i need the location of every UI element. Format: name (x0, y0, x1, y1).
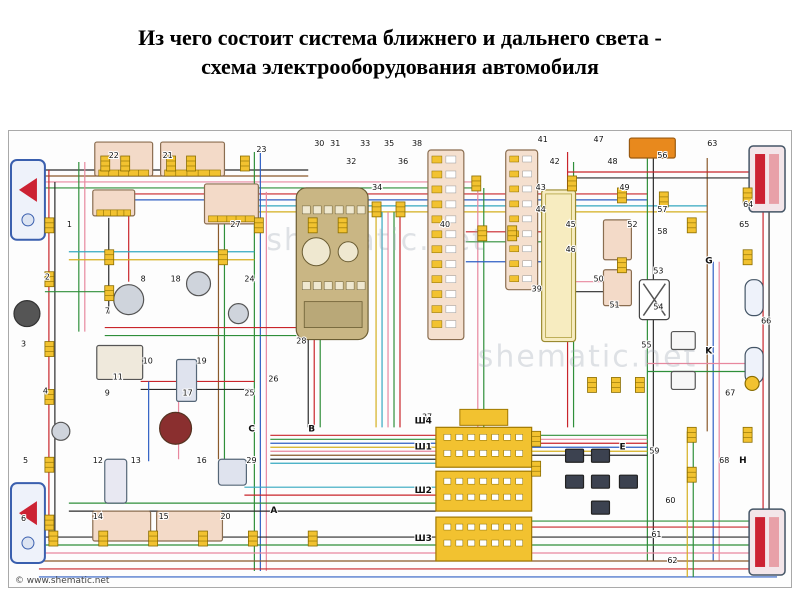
svg-text:18: 18 (171, 275, 181, 284)
svg-text:26: 26 (268, 374, 278, 383)
svg-text:E: E (619, 442, 625, 452)
svg-text:56: 56 (657, 151, 667, 160)
svg-text:68: 68 (719, 456, 729, 465)
svg-text:45: 45 (566, 220, 576, 229)
svg-text:49: 49 (619, 183, 629, 192)
svg-text:22: 22 (109, 151, 119, 160)
svg-text:33: 33 (360, 139, 370, 148)
svg-text:37: 37 (422, 412, 432, 421)
svg-text:53: 53 (653, 267, 663, 276)
svg-text:52: 52 (627, 220, 637, 229)
svg-text:12: 12 (93, 456, 103, 465)
svg-text:6: 6 (21, 514, 26, 523)
svg-text:Ш3: Ш3 (415, 534, 432, 544)
svg-text:28: 28 (296, 337, 306, 346)
svg-text:A: A (270, 506, 277, 516)
svg-text:C: C (248, 424, 255, 434)
svg-text:24: 24 (244, 275, 254, 284)
svg-text:67: 67 (725, 388, 735, 397)
svg-text:61: 61 (651, 530, 661, 539)
svg-text:55: 55 (641, 341, 651, 350)
svg-text:59: 59 (649, 446, 659, 455)
svg-text:29: 29 (246, 456, 256, 465)
title-line-2: схема электрооборудования автомобиля (201, 53, 599, 79)
svg-text:19: 19 (197, 356, 207, 365)
svg-text:10: 10 (143, 356, 153, 365)
svg-text:31: 31 (330, 139, 340, 148)
svg-text:32: 32 (346, 157, 356, 166)
svg-text:14: 14 (93, 512, 103, 521)
svg-text:5: 5 (23, 456, 28, 465)
svg-text:23: 23 (256, 145, 266, 154)
headlight-unit (9, 159, 46, 241)
headlight-unit (9, 482, 46, 564)
svg-text:44: 44 (536, 205, 546, 214)
svg-text:64: 64 (743, 200, 753, 209)
svg-text:16: 16 (197, 456, 207, 465)
junction-letters: A B C E G H K (247, 256, 747, 517)
svg-text:8: 8 (141, 275, 146, 284)
svg-text:3: 3 (21, 340, 26, 349)
svg-text:K: K (705, 347, 713, 357)
svg-text:13: 13 (131, 456, 141, 465)
tail-lamp-unit (748, 145, 786, 213)
svg-text:shematic.net: shematic.net (478, 339, 697, 374)
svg-text:43: 43 (536, 183, 546, 192)
svg-text:58: 58 (657, 227, 667, 236)
svg-text:25: 25 (244, 388, 254, 397)
svg-text:30: 30 (314, 139, 324, 148)
svg-text:17: 17 (183, 388, 193, 397)
svg-text:Ш2: Ш2 (415, 486, 432, 496)
svg-text:39: 39 (532, 285, 542, 294)
mounting-block (435, 408, 533, 562)
svg-text:2: 2 (45, 273, 50, 282)
svg-text:38: 38 (412, 139, 422, 148)
svg-text:B: B (308, 424, 315, 434)
svg-text:G: G (705, 257, 712, 267)
svg-text:48: 48 (607, 157, 617, 166)
svg-text:36: 36 (398, 157, 408, 166)
svg-text:20: 20 (220, 512, 230, 521)
svg-text:Ш4: Ш4 (415, 416, 432, 426)
svg-text:9: 9 (105, 388, 110, 397)
svg-text:35: 35 (384, 139, 394, 148)
svg-text:46: 46 (566, 245, 576, 254)
svg-text:63: 63 (707, 139, 717, 148)
svg-text:65: 65 (739, 220, 749, 229)
svg-text:4: 4 (43, 386, 48, 395)
svg-text:27: 27 (230, 220, 240, 229)
inline-connectors (44, 155, 753, 547)
svg-text:11: 11 (113, 372, 123, 381)
svg-text:60: 60 (665, 496, 675, 505)
svg-text:51: 51 (609, 301, 619, 310)
svg-text:57: 57 (657, 205, 667, 214)
svg-text:41: 41 (538, 135, 548, 144)
slide-title: Из чего состоит система ближнего и дальн… (0, 0, 800, 81)
svg-text:47: 47 (594, 135, 604, 144)
svg-text:21: 21 (163, 151, 173, 160)
svg-text:7: 7 (105, 307, 110, 316)
tail-lamp-unit (748, 508, 786, 576)
svg-text:1: 1 (67, 220, 72, 229)
svg-text:© www.shematic.net: © www.shematic.net (15, 576, 110, 586)
title-line-1: Из чего состоит система ближнего и дальн… (138, 25, 662, 50)
svg-text:66: 66 (761, 317, 771, 326)
svg-text:62: 62 (667, 556, 677, 565)
svg-text:H: H (739, 456, 747, 466)
copyright-watermark: © www.shematic.net (15, 576, 110, 586)
svg-text:40: 40 (440, 220, 450, 229)
svg-text:Ш1: Ш1 (415, 442, 432, 452)
svg-text:34: 34 (372, 183, 382, 192)
svg-text:42: 42 (550, 157, 560, 166)
svg-text:50: 50 (594, 275, 604, 284)
component-blocks (13, 137, 764, 542)
svg-text:15: 15 (159, 512, 169, 521)
svg-text:54: 54 (653, 303, 663, 312)
